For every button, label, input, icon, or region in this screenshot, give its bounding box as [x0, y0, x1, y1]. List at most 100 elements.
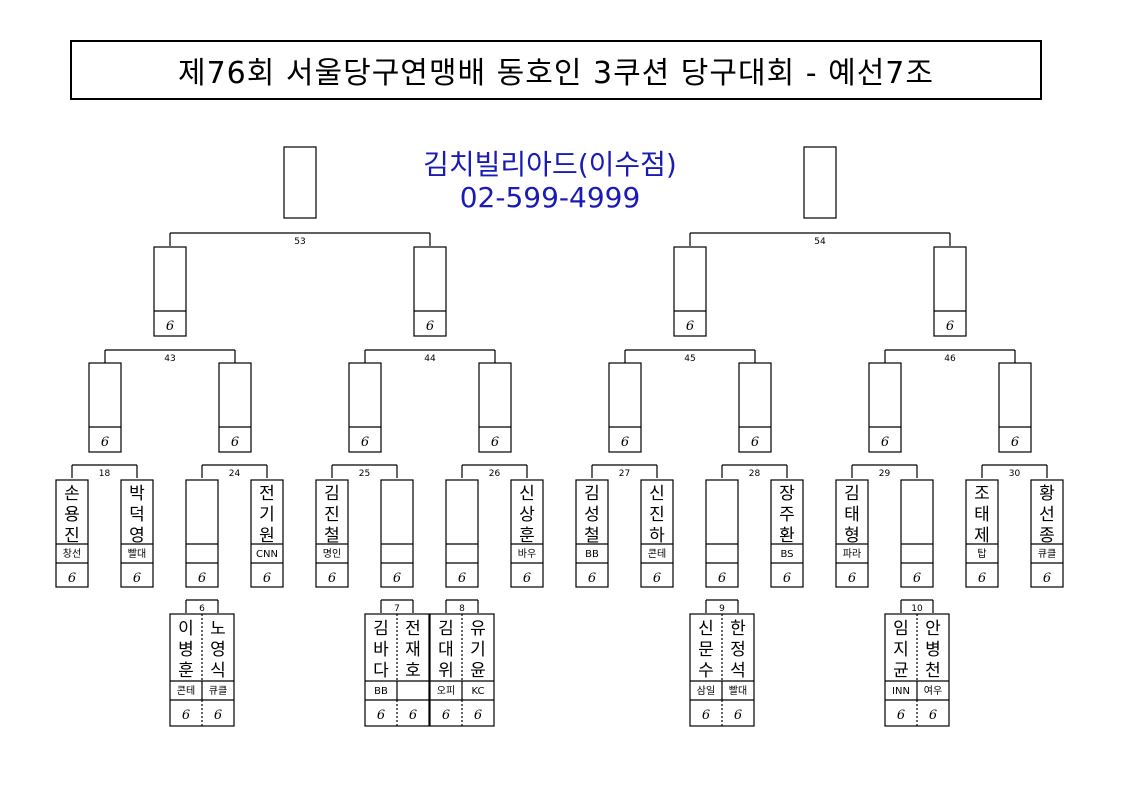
player-name-char: 제: [974, 526, 990, 546]
player-score: 6: [588, 571, 596, 586]
player-score: 6: [653, 571, 661, 586]
match-first-match-number: 10: [911, 604, 923, 614]
semi-score: 6: [166, 319, 174, 334]
player-slot: [185, 479, 219, 588]
match-quarter-match-number: 29: [879, 469, 891, 479]
pair-left-score: 6: [182, 708, 190, 723]
pair-right-name-char: 유: [470, 619, 486, 639]
player-score: 6: [848, 571, 856, 586]
semi-score: 6: [686, 319, 694, 334]
pair-left-name-char: 지: [893, 640, 909, 660]
quarter-slot: [218, 362, 252, 453]
player-name-char: 영: [129, 526, 145, 546]
pair-right-club: 큐클: [209, 685, 227, 697]
pair-left-name-char: 균: [893, 661, 909, 681]
player-score: 6: [133, 571, 141, 586]
player-slot: [640, 479, 674, 588]
player-name-char: 주: [779, 505, 795, 525]
player-club: BB: [585, 549, 599, 560]
pair-left-club: 콘테: [177, 685, 195, 697]
player-name-char: 조: [974, 484, 990, 504]
pair-right-name-char: 석: [730, 661, 746, 681]
player-club: BS: [780, 549, 793, 560]
quarter-score: 6: [491, 435, 499, 450]
player-name-char: 진: [64, 526, 80, 546]
pair-left-score: 6: [897, 708, 905, 723]
player-club: 빨대: [128, 548, 146, 560]
player-score: 6: [1043, 571, 1051, 586]
player-slot: [120, 479, 154, 588]
player-club: 탑: [977, 548, 986, 560]
player-score: 6: [68, 571, 76, 586]
player-name-char: 상: [519, 505, 535, 525]
pair-left-name-char: 바: [373, 640, 389, 660]
player-score: 6: [263, 571, 271, 586]
player-name-char: 전: [259, 484, 275, 504]
pair-right-name-char: 안: [925, 619, 941, 639]
final-slot: [803, 146, 837, 219]
player-name-char: 형: [844, 526, 860, 546]
player-club: 명인: [323, 548, 341, 560]
pair-right-name-char: 식: [210, 661, 226, 681]
quarter-slot: [738, 362, 772, 453]
pair-right-name-char: 호: [405, 661, 421, 681]
match-semi-match-number: 46: [944, 354, 956, 364]
pair-left-name-char: 문: [698, 640, 714, 660]
semi-slot: [153, 246, 187, 337]
match-first-match-number: 8: [459, 604, 465, 614]
player-slot: [445, 479, 479, 588]
semi-slot: [933, 246, 967, 337]
player-name-char: 하: [649, 526, 665, 546]
quarter-score: 6: [101, 435, 109, 450]
player-slot: [380, 479, 414, 588]
semi-slot: [673, 246, 707, 337]
page-title: 제76회 서울당구연맹배 동호인 3쿠션 당구대회 - 예선7조: [70, 40, 1042, 100]
pair-left-name-char: 훈: [178, 661, 194, 681]
quarter-score: 6: [881, 435, 889, 450]
player-name-char: 손: [64, 484, 80, 504]
player-score: 6: [913, 571, 921, 586]
pair-right-name-char: 천: [925, 661, 941, 681]
quarter-slot: [478, 362, 512, 453]
player-name-char: 종: [1039, 526, 1055, 546]
player-name-char: 철: [324, 526, 340, 546]
pair-left-club: 오피: [437, 685, 455, 697]
quarter-slot: [868, 362, 902, 453]
pair-right-score: 6: [929, 708, 937, 723]
pair-left-name-char: 이: [178, 619, 194, 639]
pair-left-name-char: 수: [698, 661, 714, 681]
player-slot: [965, 479, 999, 588]
final-slot: [283, 146, 317, 219]
player-name-char: 진: [649, 505, 665, 525]
player-name-char: 황: [1039, 484, 1055, 504]
quarter-slot: [608, 362, 642, 453]
player-name-char: 환: [779, 526, 795, 546]
player-name-char: 용: [64, 505, 80, 525]
match-quarter-match-number: 30: [1009, 469, 1021, 479]
pair-right-name-char: 기: [470, 640, 486, 660]
pair-left-name-char: 위: [438, 661, 454, 681]
match-semi-match-number: 43: [164, 354, 175, 364]
player-name-char: 성: [584, 505, 600, 525]
player-name-char: 김: [844, 484, 860, 504]
player-name-char: 기: [259, 505, 275, 525]
player-club: 창선: [63, 548, 81, 560]
pair-left-score: 6: [377, 708, 385, 723]
quarter-score: 6: [1011, 435, 1019, 450]
player-score: 6: [393, 571, 401, 586]
pair-right-name-char: 정: [730, 640, 746, 660]
venue-name: 김치빌리아드(이수점): [423, 148, 677, 181]
player-slot: [315, 479, 349, 588]
match-first-match-number: 6: [199, 604, 205, 614]
player-score: 6: [718, 571, 726, 586]
player-slot: [575, 479, 609, 588]
match-quarter-match-number: 27: [619, 469, 630, 479]
pair-right-club: KC: [472, 686, 485, 697]
venue-phone: 02-599-4999: [459, 181, 641, 214]
player-slot: [770, 479, 804, 588]
player-name-char: 원: [259, 526, 275, 546]
semi-score: 6: [426, 319, 434, 334]
quarter-score: 6: [231, 435, 239, 450]
semi-score: 6: [946, 319, 954, 334]
pair-left-name-char: 신: [698, 619, 714, 639]
